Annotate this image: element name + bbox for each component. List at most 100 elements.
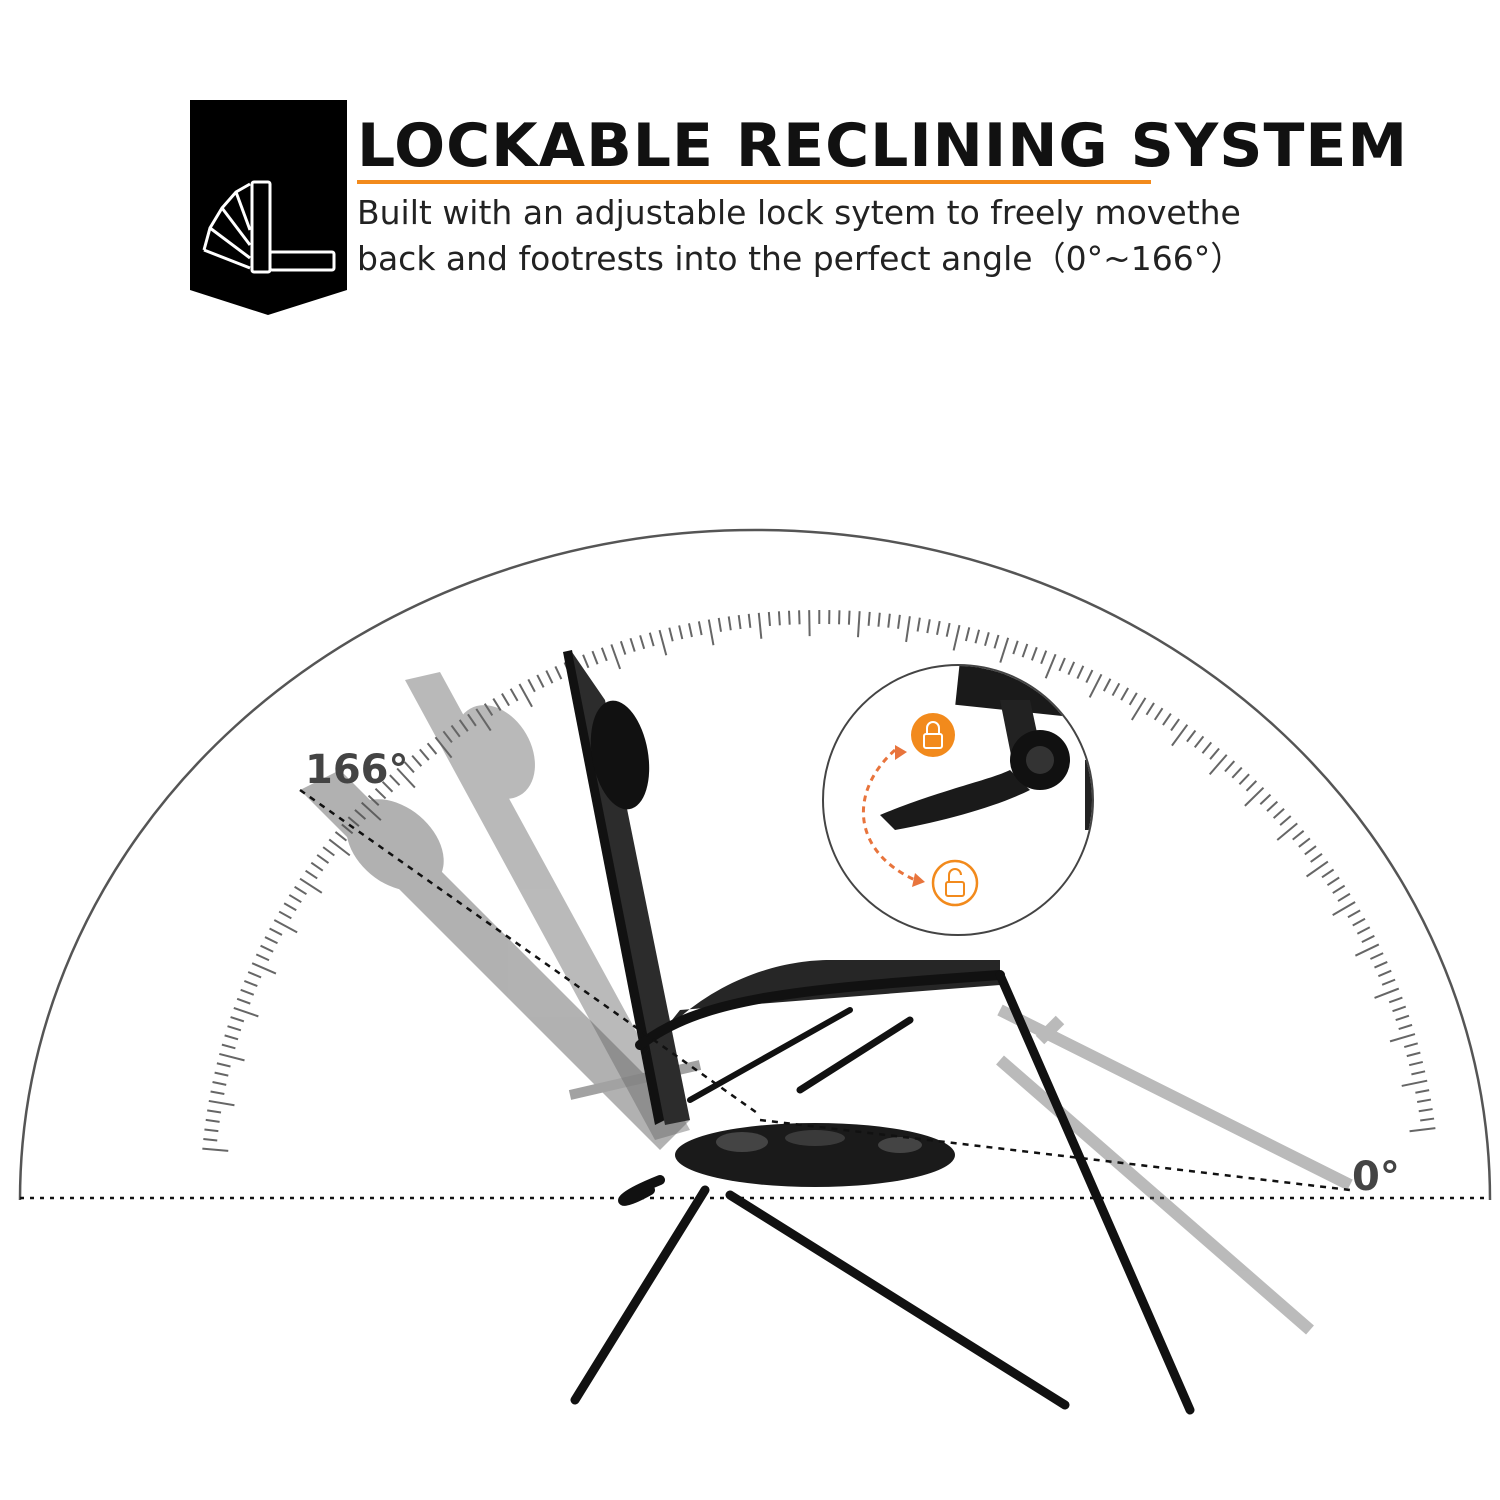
lock-detail-inset [822,664,1094,936]
protractor-tick [214,1071,229,1077]
protractor-tick [328,838,351,857]
protractor-tick [1420,1117,1435,1122]
protractor-tick [219,1052,245,1062]
protractor-tick [419,748,430,761]
protractor-tick [1411,1070,1426,1076]
angle-label-max: 166° [305,747,409,793]
protractor-tick [1418,1108,1433,1113]
protractor-tick [847,610,851,625]
recline-angle-icon [202,180,336,274]
protractor-tick [341,823,354,835]
description: Built with an adjustable lock sytem to f… [357,190,1457,282]
protractor-tick [442,730,453,744]
angle-guide-166 [299,788,761,1117]
protractor-tick [1321,868,1335,879]
protractor-tick [1306,860,1329,878]
protractor-tick [945,622,951,637]
protractor-tick [227,1025,242,1032]
protractor-tick [233,1006,259,1018]
protractor-tick [1153,707,1164,721]
chair-ghost-mid [405,672,690,1140]
protractor-tick [1120,687,1129,701]
protractor-tick [1392,1005,1407,1013]
protractor-tick [347,816,360,827]
protractor-tick [475,708,492,732]
protractor-tick [283,902,297,912]
protractor-tick [1272,808,1285,819]
protractor-tick [299,877,323,894]
protractor-tick [717,617,723,632]
protractor-tick [545,670,554,684]
protractor-tick [1130,697,1147,721]
protractor-tick [207,1109,222,1114]
protractor-tick [509,688,519,702]
protractor-tick [1201,741,1213,754]
protractor-tick [251,962,277,975]
protractor-tick [230,1016,245,1023]
protractor-tick [1170,718,1180,732]
protractor-tick [1088,673,1103,698]
protractor-tick [1067,661,1076,676]
chair-upright [563,650,1195,1415]
protractor-tick [1408,1060,1424,1067]
protractor-tick [727,616,732,631]
protractor-tick [1209,747,1220,760]
protractor-tick [582,654,590,669]
protractor-tick [648,632,655,647]
protractor-tick [205,1118,220,1123]
protractor-tick [1076,665,1085,679]
protractor-tick [305,869,318,880]
protractor-tick [1354,943,1380,957]
protractor-tick [527,678,536,693]
protractor-tick [610,644,622,670]
protractor-tick [1310,852,1323,863]
protractor-tick [777,611,781,626]
protractor-tick [381,781,394,793]
protractor-tick [536,674,545,688]
protractor-tick [952,624,961,651]
protractor-tick [212,1081,227,1086]
protractor-tick [1361,934,1375,943]
protractor-tick [458,719,469,732]
protractor-tick [697,621,703,636]
protractor-tick [747,613,752,628]
protractor-tick [984,632,990,647]
side-tray [675,1123,955,1187]
protractor-tick [856,611,861,638]
protractor-tick [396,767,416,789]
protractor-tick [737,614,742,630]
protractor-tick [354,809,367,820]
protractor-tick [1415,1089,1430,1094]
protractor-tick [310,861,324,872]
protractor-tick [1162,713,1172,726]
protractor-tick [964,627,971,642]
protractor-tick [1044,653,1057,679]
protractor-tick [1279,815,1292,826]
unlock-arrow [862,748,916,882]
protractor-tick [1021,643,1029,658]
protractor-tick [202,1147,229,1152]
protractor-tick [767,611,771,627]
protractor-tick [450,724,461,738]
protractor-tick [1374,960,1388,969]
footrest-ghost [996,1004,1353,1335]
protractor-tick [247,971,262,979]
protractor-tick [1224,760,1236,773]
protractor-tick [426,742,438,755]
protractor-tick [668,627,674,642]
protractor-tick [1347,909,1361,919]
header-badge [190,100,347,315]
protractor-tick [1145,702,1155,716]
protractor-tick [240,988,255,996]
protractor-tick [1193,735,1205,748]
protractor-tick [403,761,415,774]
protractor-tick [334,831,348,842]
protractor-tick [260,944,274,953]
description-line-1: Built with an adjustable lock sytem to f… [357,193,1241,232]
protractor-tick [221,1043,236,1050]
protractor-tick [1208,754,1228,775]
protractor-tick [411,754,423,767]
protractor-tick [1369,952,1384,960]
protractor-tick [1381,978,1396,986]
page-title: LOCKABLE RECLINING SYSTEM [357,111,1409,181]
